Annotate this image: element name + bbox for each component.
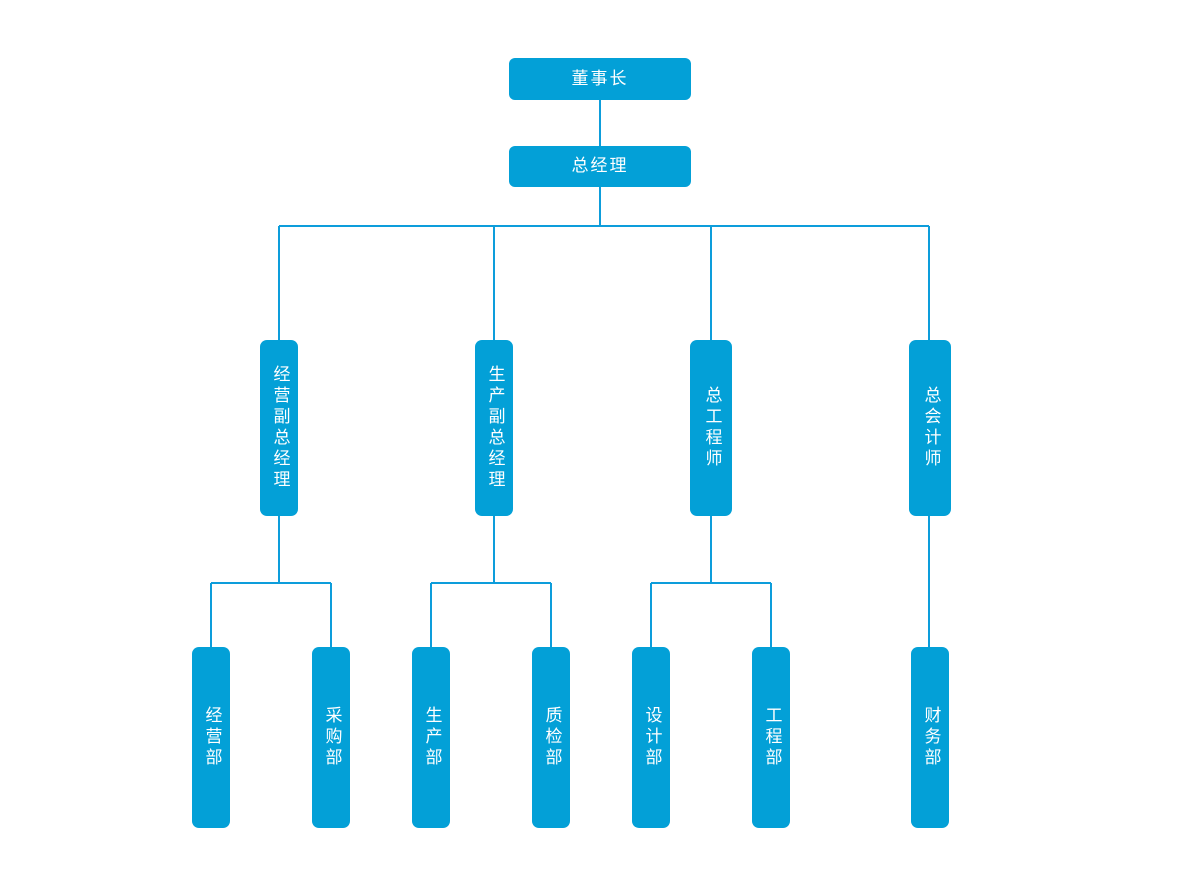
- node-chairman[interactable]: 董事长: [509, 58, 691, 100]
- node-chief-engineer[interactable]: 总工程师: [690, 340, 732, 516]
- node-design-dept-label: 设计部: [642, 706, 662, 769]
- node-production-dept[interactable]: 生产部: [412, 647, 450, 828]
- node-quality-dept[interactable]: 质检部: [532, 647, 570, 828]
- node-production-dept-label: 生产部: [422, 706, 442, 769]
- node-chairman-label: 董事长: [571, 68, 629, 88]
- node-chief-accountant[interactable]: 总会计师: [909, 340, 951, 516]
- node-quality-dept-label: 质检部: [542, 706, 562, 769]
- node-general-manager-label: 总经理: [571, 156, 629, 176]
- node-deputy-gm-production-label: 生产副总经理: [485, 365, 505, 491]
- node-finance-dept[interactable]: 财务部: [911, 647, 949, 828]
- node-deputy-gm-operations[interactable]: 经营副总经理: [260, 340, 298, 516]
- node-operations-dept[interactable]: 经营部: [192, 647, 230, 828]
- node-chief-accountant-label: 总会计师: [921, 386, 941, 470]
- node-deputy-gm-production[interactable]: 生产副总经理: [475, 340, 513, 516]
- node-finance-dept-label: 财务部: [921, 706, 941, 769]
- node-deputy-gm-operations-label: 经营副总经理: [270, 365, 290, 491]
- node-engineering-dept-label: 工程部: [762, 706, 782, 769]
- node-chief-engineer-label: 总工程师: [702, 386, 722, 470]
- node-engineering-dept[interactable]: 工程部: [752, 647, 790, 828]
- node-general-manager[interactable]: 总经理: [509, 146, 691, 187]
- node-purchasing-dept[interactable]: 采购部: [312, 647, 350, 828]
- node-design-dept[interactable]: 设计部: [632, 647, 670, 828]
- node-operations-dept-label: 经营部: [202, 706, 222, 769]
- node-purchasing-dept-label: 采购部: [322, 706, 342, 769]
